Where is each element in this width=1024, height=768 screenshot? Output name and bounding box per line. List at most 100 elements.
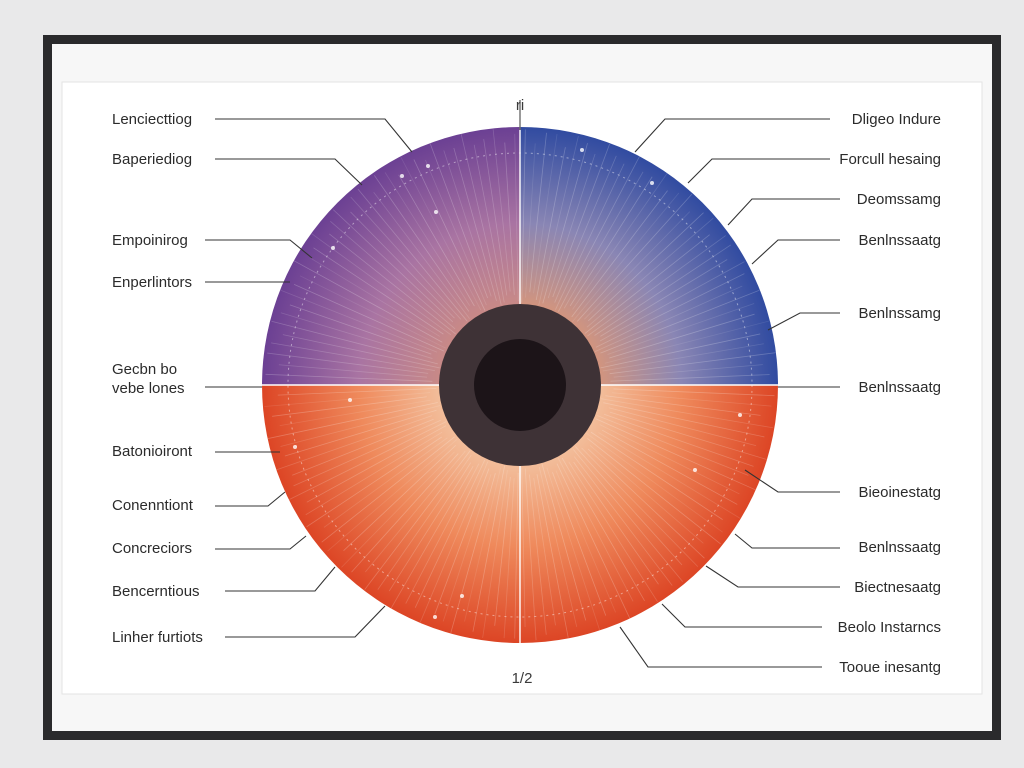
left-label: Concreciors	[112, 540, 192, 557]
iris-fiber	[277, 388, 437, 396]
iris-fiber	[521, 129, 526, 303]
iris-fiber	[605, 395, 761, 416]
iris-fiber	[330, 221, 456, 330]
iris-sparkle	[331, 246, 335, 250]
iris-fiber	[536, 474, 569, 638]
bottom-mark: 1/2	[512, 670, 533, 687]
right-label: Tooue inesantg	[839, 659, 941, 676]
iris-fiber	[584, 234, 710, 334]
iris-fiber	[594, 285, 743, 352]
iris-fiber	[574, 446, 683, 566]
left-leader-line	[205, 239, 313, 259]
iris-fiber	[442, 474, 492, 622]
iris-fiber	[542, 142, 588, 304]
iris-fiber	[561, 457, 645, 602]
iris-fiber	[329, 233, 456, 335]
right-label: Beolo Instarncs	[838, 619, 941, 636]
iris-fiber	[608, 407, 757, 446]
iris-fiber	[514, 133, 519, 302]
left-leader-line	[215, 158, 363, 186]
iris-fiber	[280, 289, 438, 353]
iris-fiber	[271, 342, 435, 371]
left-leader-line	[225, 566, 336, 592]
iris-fiber	[554, 155, 617, 303]
iris-fiber	[306, 425, 447, 503]
iris-fiber	[278, 364, 427, 378]
iris-sparkle	[348, 398, 352, 402]
iris-fiber	[597, 415, 749, 476]
iris-fiber	[293, 419, 441, 487]
iris-fiber	[600, 289, 760, 354]
iris-fiber	[546, 467, 601, 631]
iris-fiber	[280, 312, 433, 359]
iris-fiber	[598, 432, 741, 519]
iris-fiber	[450, 473, 496, 633]
iris-fiber	[538, 135, 579, 306]
left-label: Lenciecttiog	[112, 111, 192, 128]
iris-fiber	[321, 436, 455, 543]
iris-fiber	[279, 399, 431, 427]
right-label: Benlnssaatg	[858, 379, 941, 396]
left-label: Bencerntious	[112, 583, 200, 600]
pupil	[474, 339, 566, 431]
iris-fiber	[453, 147, 497, 301]
iris-fiber	[289, 421, 447, 500]
iris-fiber	[529, 132, 547, 293]
iris-top-right-quadrant	[520, 127, 778, 385]
left-label: Batonioiront	[112, 443, 193, 460]
iris-fiber	[552, 143, 611, 298]
iris-fiber	[538, 466, 578, 628]
iris-fiber	[327, 438, 458, 552]
iris-fiber	[556, 463, 631, 619]
iris-fiber	[264, 392, 431, 407]
leader-lines	[205, 118, 840, 668]
iris-fiber	[609, 411, 767, 460]
iris-fiber	[351, 453, 459, 573]
iris-fiber	[473, 144, 505, 303]
right-leader-line	[705, 565, 840, 588]
iris-fiber	[390, 466, 474, 609]
iris-fiber	[584, 211, 691, 320]
iris-fiber	[587, 448, 705, 559]
iris-fiber	[581, 447, 699, 567]
iris-sparkle	[650, 181, 654, 185]
right-leader-line	[751, 239, 840, 265]
iris-fiber	[573, 461, 659, 585]
iris-fiber	[588, 212, 704, 322]
iris-fiber	[483, 139, 508, 296]
right-label: Biectnesaatg	[854, 579, 941, 596]
iris-fiber	[535, 147, 566, 301]
iris-fiber	[280, 405, 441, 447]
iris-fiber	[590, 431, 723, 520]
iris-fiber	[429, 143, 489, 299]
iris-fiber	[350, 196, 462, 320]
left-leader-line	[215, 491, 286, 507]
iris-fiber	[413, 159, 486, 311]
iris-sparkle	[434, 210, 438, 214]
iris-fiber	[594, 244, 731, 336]
iris-fiber	[586, 432, 723, 533]
right-label: Benlnssamg	[858, 305, 941, 322]
right-leader-line	[619, 626, 822, 668]
left-label: Enperlintors	[112, 274, 192, 291]
right-leader-line	[767, 312, 840, 331]
left-label: vebe lones	[112, 380, 185, 397]
iris-fiber	[571, 190, 668, 318]
iris-fiber	[589, 445, 704, 544]
iris-fiber	[267, 402, 438, 439]
right-label: Benlnssaatg	[858, 539, 941, 556]
iris-fiber	[365, 450, 466, 573]
iris-fiber	[607, 303, 755, 355]
iris-fiber	[292, 418, 434, 476]
right-label: Dligeo Indure	[852, 111, 941, 128]
left-label: Empoinirog	[112, 232, 188, 249]
iris-fiber	[284, 409, 437, 457]
iris-fiber	[602, 343, 764, 372]
iris-sparkle	[693, 468, 697, 472]
iris-fiber	[306, 436, 442, 528]
labels: LenciecttiogBaperiediogEmpoinirogEnperli…	[112, 111, 941, 676]
right-label: Forcull hesaing	[839, 151, 941, 168]
iris-fiber	[293, 260, 443, 343]
iris-fiber	[525, 143, 536, 298]
